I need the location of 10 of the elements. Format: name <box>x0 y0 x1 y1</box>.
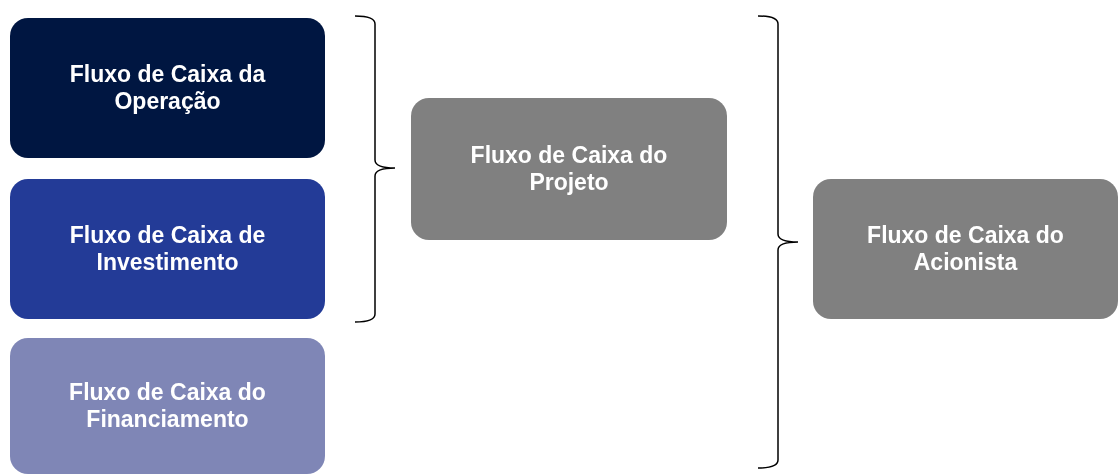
box-label: Fluxo de Caixa do Projeto <box>469 142 669 196</box>
rounded-box <box>10 179 325 319</box>
box-label: Fluxo de Caixa do Financiamento <box>68 379 267 433</box>
rounded-box <box>813 179 1118 319</box>
box-label: Fluxo de Caixa de Investimento <box>68 222 267 276</box>
box-label: Fluxo de Caixa da Operação <box>68 61 267 115</box>
rounded-box <box>411 98 727 240</box>
rounded-box <box>10 18 325 158</box>
box-label: Fluxo de Caixa do Acionista <box>866 222 1065 276</box>
rounded-box <box>10 338 325 474</box>
